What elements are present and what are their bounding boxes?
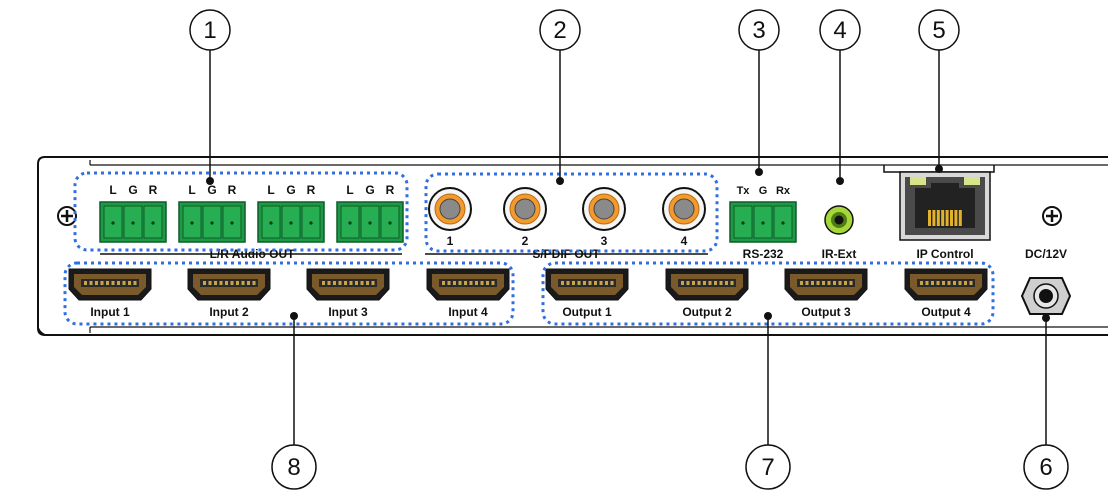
leader-dot <box>755 168 763 176</box>
hdmi-inputs: Input 1 Input 2 Input 3 Input 4 <box>68 268 510 319</box>
audio-pin-label: L <box>346 183 353 197</box>
callout-number: 7 <box>761 454 774 481</box>
spdif-jack-3 <box>582 187 626 231</box>
spdif-jack-number: 2 <box>522 234 529 248</box>
spdif-dashed-box <box>424 172 719 253</box>
hdmi-output-port-4 <box>904 268 988 301</box>
callout-2: 2 <box>539 9 581 185</box>
rs232-pin-label: Rx <box>776 185 791 197</box>
hdmi-output-port-1 <box>545 268 629 301</box>
spdif-jack-number: 4 <box>681 234 688 248</box>
rj45-pin <box>945 210 949 226</box>
leader-dot <box>935 165 943 173</box>
callout-3: 3 <box>738 9 780 176</box>
rj45-pin <box>954 210 958 226</box>
callout-8: 8 <box>271 312 317 490</box>
audio-dashed-box <box>73 171 409 252</box>
leader-dot <box>206 177 214 185</box>
audio-pin-label: R <box>386 183 395 197</box>
callout-number: 3 <box>752 17 765 44</box>
audio-terminal-3 <box>257 201 325 243</box>
left-screw-icon <box>57 206 77 226</box>
rj45-pin <box>941 210 945 226</box>
audio-pin-label: G <box>286 183 295 197</box>
input-label: Input 2 <box>209 305 249 319</box>
input-label: Input 3 <box>328 305 368 319</box>
leader-dot <box>556 177 564 185</box>
ir-ext-label: IR-Ext <box>822 247 857 261</box>
rj45-pin <box>936 210 940 226</box>
callout-boxes <box>63 171 995 326</box>
input-label: Input 1 <box>90 305 130 319</box>
audio-pin-label: L <box>109 183 116 197</box>
hdmi-output-port-3 <box>784 268 868 301</box>
ip-control-label: IP Control <box>916 247 973 261</box>
hdmi-output-port-2 <box>665 268 749 301</box>
rs232-pin-label: Tx <box>737 185 751 197</box>
callout-number: 8 <box>287 454 300 481</box>
rj45-pin <box>928 210 931 226</box>
audio-pin-label: L <box>188 183 195 197</box>
outputs-dashed-box <box>541 261 995 326</box>
spdif-jacks: 1 2 3 4 <box>428 187 706 248</box>
ir-ext-jack <box>824 205 854 235</box>
leader-dot <box>764 312 772 320</box>
rs232-pin-label: G <box>759 185 768 197</box>
audio-terminal-1 <box>99 201 167 243</box>
audio-pin-label: R <box>228 183 237 197</box>
spdif-jack-4 <box>662 187 706 231</box>
rs232-terminal <box>729 201 797 243</box>
hdmi-input-port-2 <box>187 268 271 301</box>
output-label: Output 1 <box>562 305 612 319</box>
callout-number: 6 <box>1039 454 1052 481</box>
inputs-dashed-box <box>63 261 515 326</box>
leader-dot <box>836 177 844 185</box>
callout-number: 4 <box>833 17 846 44</box>
rj45-pin <box>950 210 953 226</box>
callout-number: 1 <box>203 17 216 44</box>
spdif-jack-2 <box>503 187 547 231</box>
rs232-terminal-block: Tx G Rx <box>729 185 797 243</box>
hdmi-input-port-1 <box>68 268 152 301</box>
callout-7: 7 <box>745 312 791 490</box>
spdif-jack-1 <box>428 187 472 231</box>
dc-power-jack <box>1020 277 1072 315</box>
right-screw-icon <box>1042 206 1062 226</box>
callout-number: 5 <box>932 17 945 44</box>
callout-number: 2 <box>553 17 566 44</box>
leader-dot <box>290 312 298 320</box>
rs232-label: RS-232 <box>743 247 784 261</box>
hdmi-input-port-4 <box>426 268 510 301</box>
callout-6: 6 <box>1023 314 1069 490</box>
spdif-jack-number: 1 <box>447 234 454 248</box>
output-label: Output 3 <box>801 305 851 319</box>
spdif-jack-number: 3 <box>601 234 608 248</box>
hdmi-outputs: Output 1 Output 2 Output 3 Output 4 <box>545 268 988 319</box>
callout-1: 1 <box>189 9 231 185</box>
callout-4: 4 <box>819 9 861 185</box>
output-label: Output 2 <box>682 305 732 319</box>
audio-pin-label: G <box>207 183 216 197</box>
rj45-port <box>883 165 995 241</box>
dc-label: DC/12V <box>1025 247 1067 261</box>
audio-pin-label: G <box>365 183 374 197</box>
rj45-pins <box>928 210 962 226</box>
audio-pin-label: R <box>307 183 316 197</box>
audio-pin-label: G <box>128 183 137 197</box>
spdif-group-label: S/PDIF OUT <box>532 247 600 261</box>
output-label: Output 4 <box>921 305 971 319</box>
leader-dot <box>1042 314 1050 322</box>
callouts: 1 2 3 4 5 6 7 8 <box>189 9 1069 490</box>
rj45-pin <box>958 210 962 226</box>
rj45-pin <box>932 210 936 226</box>
callout-5: 5 <box>918 9 960 173</box>
audio-terminal-4 <box>336 201 404 243</box>
hdmi-input-port-3 <box>306 268 390 301</box>
audio-terminal-2 <box>178 201 246 243</box>
audio-pin-label: R <box>149 183 158 197</box>
input-label: Input 4 <box>448 305 488 319</box>
audio-pin-label: L <box>267 183 274 197</box>
